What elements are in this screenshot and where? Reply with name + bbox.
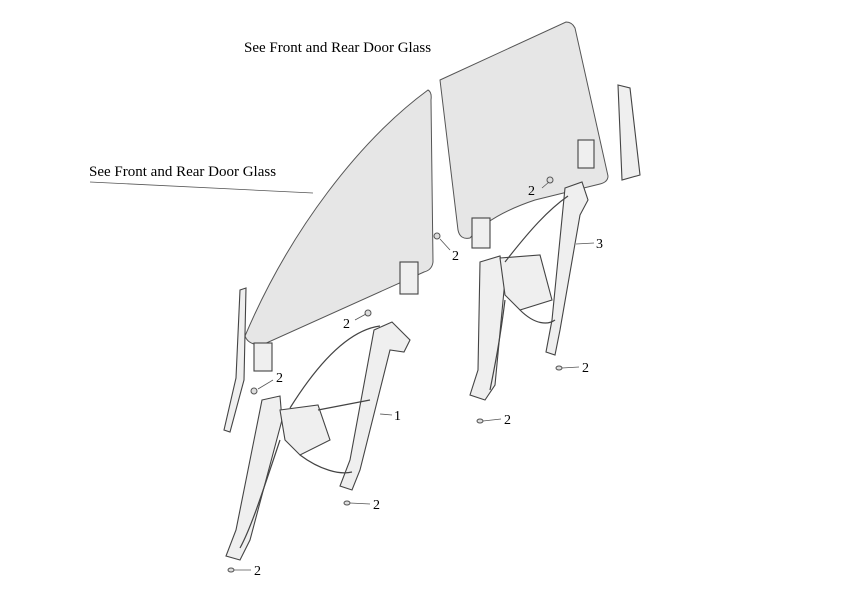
front-run-channel [223,287,247,433]
callout-2: 2 [373,498,380,513]
front-door-glass [244,89,434,346]
fasteners [227,176,563,573]
callout-2: 2 [528,184,535,199]
front-glass-clips [253,261,419,372]
front-window-regulator [225,321,411,561]
rear-glass-clips [471,139,595,249]
leader-lines [89,181,595,571]
callout-2: 2 [582,361,589,376]
callout-2: 2 [452,249,459,264]
rear-window-regulator [469,181,589,401]
callout-1: 1 [394,409,401,424]
callout-2: 2 [504,413,511,428]
callout-2: 2 [254,564,261,579]
callout-glass-left: See Front and Rear Door Glass [89,164,276,180]
callout-3: 3 [596,237,603,252]
callout-2: 2 [276,371,283,386]
rear-run-channel [617,84,641,181]
callout-2: 2 [343,317,350,332]
callout-glass-top: See Front and Rear Door Glass [244,40,431,56]
